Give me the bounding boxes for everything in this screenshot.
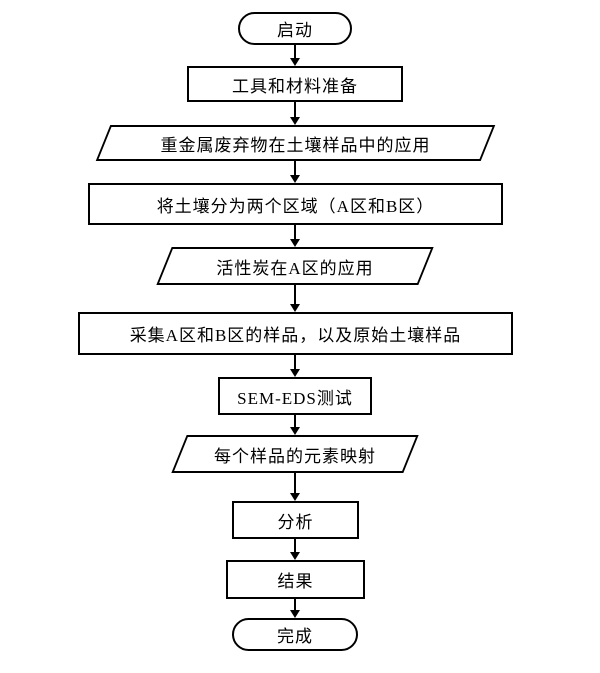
node-sem-eds-test-label: SEM-EDS测试 [237,388,353,408]
node-waste-application: 重金属废弃物在土壤样品中的应用 [95,125,496,161]
node-done: 完成 [232,618,358,651]
node-result: 结果 [226,560,365,599]
node-tools-prep-label: 工具和材料准备 [232,76,358,96]
node-waste-application-label: 重金属废弃物在土壤样品中的应用 [160,135,431,155]
node-activated-carbon-label: 活性炭在A区的应用 [216,258,374,278]
node-collect-samples: 采集A区和B区的样品，以及原始土壤样品 [78,312,513,355]
connector-arrow-waste-to-divide [289,161,301,183]
connector-arrow-semeds-to-mapping [289,415,301,435]
connector-arrow-mapping-to-analysis [289,473,301,501]
connector-arrow-start-to-tools [289,45,301,66]
node-tools-prep: 工具和材料准备 [187,66,403,102]
connector-arrow-analysis-to-result [289,539,301,560]
node-done-label: 完成 [277,627,313,646]
node-sem-eds-test: SEM-EDS测试 [218,377,372,415]
node-divide-areas-label: 将土壤分为两个区域（A区和B区） [156,196,435,216]
node-analysis: 分析 [232,501,359,539]
node-element-mapping: 每个样品的元素映射 [171,435,419,473]
node-activated-carbon: 活性炭在A区的应用 [156,247,434,285]
connector-arrow-divide-to-carbon [289,225,301,247]
node-divide-areas: 将土壤分为两个区域（A区和B区） [88,183,503,225]
connector-arrow-collect-to-semeds [289,355,301,377]
connector-arrow-carbon-to-collect [289,285,301,312]
connector-arrow-tools-to-waste [289,102,301,125]
node-start: 启动 [238,12,352,45]
connector-arrow-result-to-done [289,599,301,618]
node-analysis-label: 分析 [277,512,314,532]
node-start-label: 启动 [277,21,313,40]
node-result-label: 结果 [277,572,314,591]
node-collect-samples-label: 采集A区和B区的样品，以及原始土壤样品 [129,326,462,345]
node-element-mapping-label: 每个样品的元素映射 [214,446,376,466]
